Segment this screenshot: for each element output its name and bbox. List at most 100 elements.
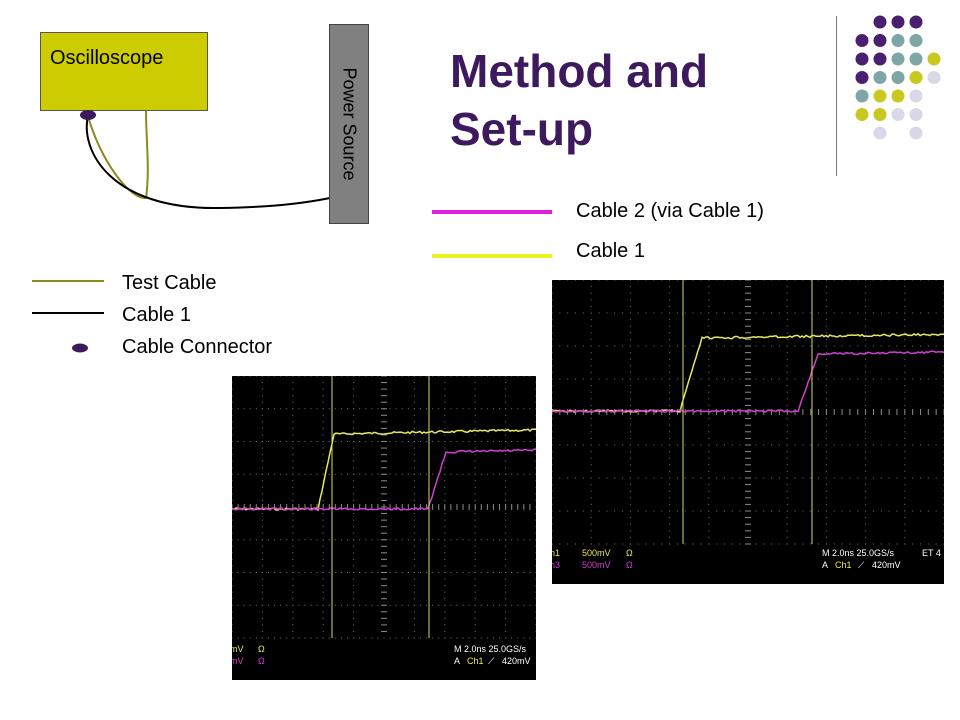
grid-dot: [395, 572, 397, 573]
grid-dot: [347, 604, 349, 606]
grid-dot: [474, 611, 476, 613]
grid-dot: [927, 510, 929, 512]
grid-dot: [261, 630, 263, 632]
grid-dot: [575, 312, 577, 314]
grid-dot: [763, 477, 765, 479]
grid-dot: [629, 517, 631, 519]
grid-dot: [731, 477, 733, 479]
grid-dot: [825, 530, 827, 532]
grid-dot: [535, 395, 536, 397]
grid-dot: [359, 637, 361, 639]
grid-dot: [444, 519, 446, 521]
grid-dot: [438, 376, 440, 377]
grid-dot: [413, 558, 415, 560]
grid-dot: [237, 441, 239, 442]
grid-dot: [786, 470, 788, 472]
grid-dot: [669, 431, 671, 433]
grid-dot: [552, 305, 553, 307]
grid-dot: [865, 431, 867, 433]
grid-dot: [786, 292, 788, 294]
grid-dot: [755, 345, 757, 347]
grid-dot: [552, 444, 553, 446]
grid-dot: [552, 385, 553, 387]
grid-dot: [286, 604, 288, 606]
grid-dot: [708, 280, 710, 281]
grid-dot: [708, 464, 710, 466]
grid-dot: [413, 454, 415, 456]
grid-dot: [474, 578, 476, 580]
grid-dot: [912, 477, 914, 479]
grid-dot: [629, 365, 631, 367]
grid-dot: [480, 637, 482, 639]
grid-dot: [552, 312, 553, 314]
grid-dot: [261, 617, 263, 619]
grid-dot: [517, 572, 519, 573]
grid-dot: [865, 358, 867, 360]
grid-dot: [559, 280, 561, 281]
grid-dot: [637, 345, 639, 347]
grid-dot: [865, 464, 867, 466]
grid-dot: [292, 565, 294, 567]
grid-dot: [669, 286, 671, 288]
grid-dot: [328, 637, 330, 639]
grid-dot: [486, 572, 488, 573]
grid-dot: [723, 280, 725, 281]
grid-dot: [943, 530, 944, 532]
grid-dot: [444, 460, 446, 462]
grid-dot: [590, 305, 592, 307]
grid-dot: [622, 312, 624, 314]
grid-dot: [598, 280, 600, 281]
grid-dot: [444, 486, 446, 488]
grid-dot: [535, 611, 536, 613]
grid-dot: [943, 431, 944, 433]
grid-dot: [567, 280, 569, 281]
grid-dot: [517, 408, 519, 410]
trigger-channel: Ch1: [467, 656, 484, 666]
grid-dot: [328, 441, 330, 442]
grid-dot: [316, 604, 318, 606]
grid-dot: [849, 378, 851, 380]
grid-dot: [419, 441, 421, 442]
grid-dot: [669, 292, 671, 294]
grid-dot: [292, 513, 294, 515]
grid-dot: [708, 510, 710, 512]
grid-dot: [505, 519, 507, 521]
grid-dot: [486, 539, 488, 541]
grid-dot: [841, 312, 843, 314]
grid-dot: [904, 431, 906, 433]
grid-dot: [474, 565, 476, 567]
grid-dot: [237, 604, 239, 606]
grid-dot: [880, 510, 882, 512]
grid-dot: [322, 604, 324, 606]
grid-dot: [232, 382, 233, 384]
grid-dot: [353, 421, 355, 423]
grid-dot: [552, 530, 553, 532]
grid-dot: [669, 378, 671, 380]
grid-dot: [692, 510, 694, 512]
grid-dot: [444, 473, 446, 475]
grid-dot: [904, 299, 906, 301]
grid-dot: [825, 484, 827, 486]
grid-dot: [778, 345, 780, 347]
grid-dot: [731, 543, 733, 545]
grid-dot: [261, 539, 263, 541]
grid-dot: [590, 299, 592, 301]
grid-dot: [927, 312, 929, 314]
grid-dot: [622, 477, 624, 479]
grid-dot: [943, 404, 944, 406]
grid-dot: [517, 637, 519, 639]
ch3-label: h3: [552, 560, 560, 570]
grid-dot: [353, 624, 355, 626]
grid-dot: [669, 338, 671, 340]
ch3-scale: 500mV: [582, 560, 611, 570]
grid-dot: [786, 464, 788, 466]
grid-dot: [450, 604, 452, 606]
grid-dot: [462, 572, 464, 573]
grid-dot: [629, 503, 631, 505]
grid-dot: [857, 312, 859, 314]
grid-dot: [474, 591, 476, 593]
grid-dot: [505, 460, 507, 462]
grid-dot: [413, 545, 415, 547]
decor-dot: [873, 52, 887, 66]
grid-dot: [825, 385, 827, 387]
